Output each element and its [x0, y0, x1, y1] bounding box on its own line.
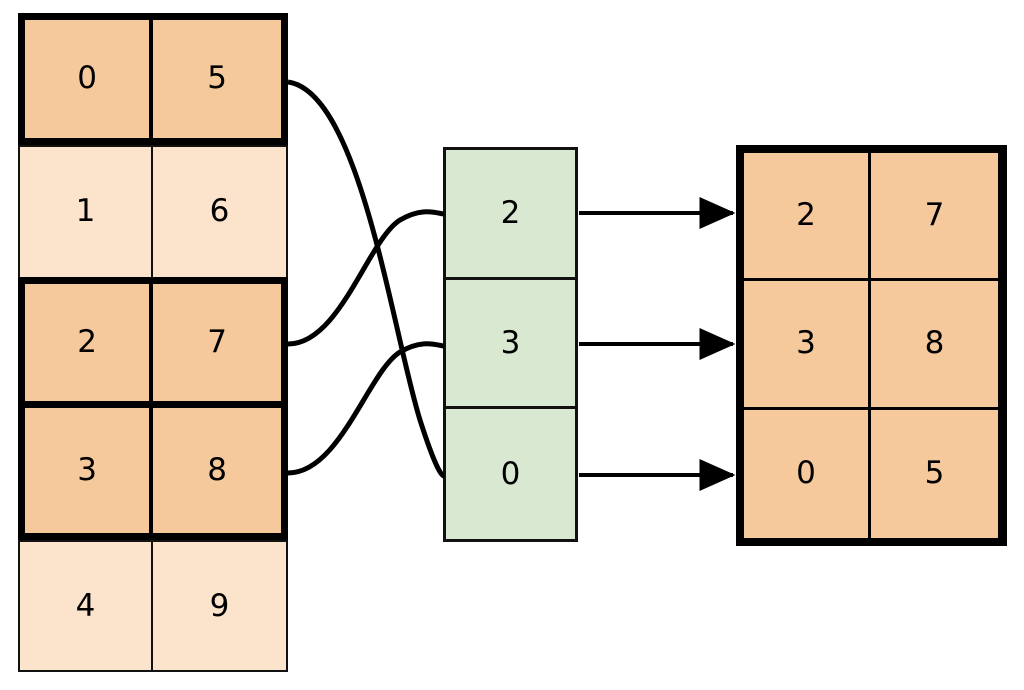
table-row[interactable]: 1 6 — [18, 144, 288, 277]
table-row[interactable]: 2 7 — [744, 153, 999, 282]
connector-curve-row2-to-index0 — [287, 209, 445, 347]
table-row[interactable]: 3 8 — [18, 408, 288, 541]
table-row[interactable]: 4 9 — [18, 540, 288, 672]
list-item[interactable]: 0 — [446, 409, 575, 540]
table-row[interactable]: 0 5 — [18, 13, 288, 145]
table-cell: 3 — [25, 408, 154, 534]
table-row[interactable]: 0 5 — [744, 409, 999, 538]
index-cell: 0 — [446, 409, 575, 540]
table-cell: 0 — [25, 20, 154, 138]
table-cell: 3 — [744, 281, 871, 407]
list-item[interactable]: 3 — [446, 279, 575, 410]
source-array-table: 0 5 1 6 2 7 3 8 4 9 — [18, 13, 288, 672]
result-array-table: 2 7 3 8 0 5 — [736, 145, 1007, 546]
table-cell: 8 — [871, 281, 998, 407]
table-cell: 1 — [20, 146, 154, 277]
table-cell: 6 — [153, 146, 286, 277]
index-array-column: 2 3 0 — [443, 147, 578, 542]
index-cell: 3 — [446, 279, 575, 407]
table-row[interactable]: 3 8 — [744, 281, 999, 410]
index-cell: 2 — [446, 150, 575, 277]
table-cell: 7 — [871, 153, 998, 279]
table-cell: 2 — [744, 153, 871, 279]
table-cell: 0 — [744, 409, 871, 538]
table-cell: 5 — [871, 409, 998, 538]
table-row[interactable]: 2 7 — [18, 276, 288, 409]
connector-curve-row3-to-index1 — [287, 341, 445, 476]
table-cell: 9 — [153, 542, 286, 670]
connector-curve-row0-to-index2 — [287, 79, 445, 479]
table-cell: 5 — [153, 20, 281, 138]
list-item[interactable]: 2 — [446, 150, 575, 280]
table-cell: 2 — [25, 283, 154, 402]
table-cell: 8 — [153, 408, 281, 534]
table-cell: 4 — [20, 542, 154, 670]
table-cell: 7 — [153, 283, 281, 402]
